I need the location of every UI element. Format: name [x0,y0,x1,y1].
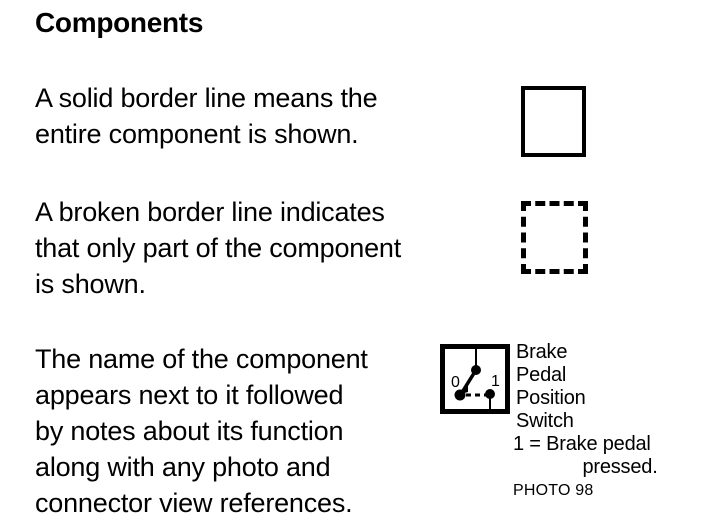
paragraph-component-naming-line-1: The name of the component [35,344,368,374]
paragraph-component-naming: The name of the component appears next t… [35,341,368,521]
paragraph-broken-border-line-2: that only part of the component [35,233,402,263]
solid-border-sample-box [521,86,586,157]
paragraph-component-naming-line-3: by notes about its function [35,416,344,446]
page-title: Components [35,7,204,38]
switch-lever-arm [459,369,478,395]
paragraph-broken-border: A broken border line indicates that only… [35,194,401,302]
paragraph-solid-border-line-1: A solid border line means the [35,83,378,113]
paragraph-solid-border-line-2: entire component is shown. [35,119,359,149]
switch-position1-contact [485,389,495,399]
paragraph-broken-border-line-3: is shown. [35,269,146,299]
paragraph-component-naming-line-5: connector view references. [35,488,353,518]
paragraph-component-naming-line-4: along with any photo and [35,452,331,482]
photo-reference-label: PHOTO 98 [513,482,594,499]
component-name-line-2: Pedal [516,364,567,386]
switch-pivot-contact [454,389,466,401]
switch-symbol-icon: 0 1 [440,344,510,414]
component-name-callout: Brake Pedal Position Switch [516,341,586,433]
brake-pedal-position-switch-symbol: 0 1 [440,344,510,414]
component-name-line-3: Position [516,387,586,409]
paragraph-solid-border: A solid border line means the entire com… [35,80,378,152]
switch-position-1-label: 1 [491,373,500,390]
paragraph-broken-border-line-1: A broken border line indicates [35,197,385,227]
component-name-line-1: Brake [516,341,568,363]
switch-position-0-label: 0 [451,374,460,391]
component-function-note-line-1: 1 = Brake pedal [513,433,651,455]
component-function-note: 1 = Brake pedal pressed. [513,433,699,479]
paragraph-component-naming-line-2: appears next to it followed [35,380,344,410]
component-name-line-4: Switch [516,410,574,432]
broken-border-sample-box [521,201,588,274]
component-function-note-line-2: pressed. [582,456,658,478]
